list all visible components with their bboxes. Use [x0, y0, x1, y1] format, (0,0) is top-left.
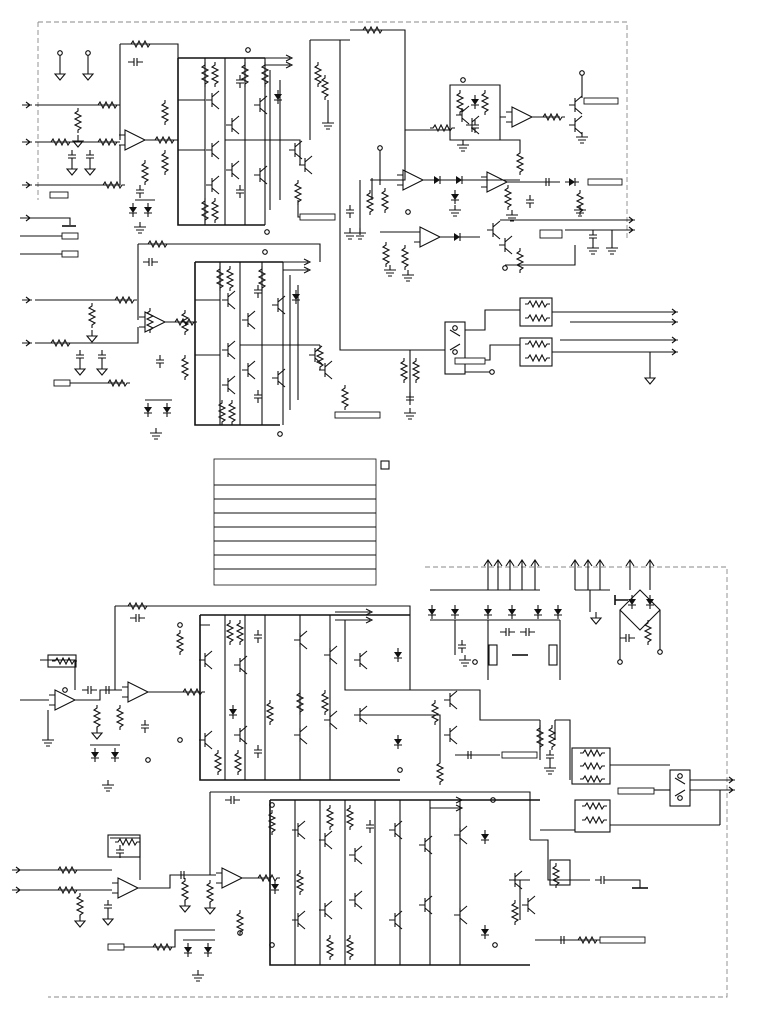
preamp-channel-a	[21, 39, 350, 235]
power-supply-section	[427, 559, 663, 680]
preamp-channel-b	[21, 240, 381, 440]
output-relay-b	[540, 769, 736, 833]
power-amp-channel-a	[20, 602, 670, 792]
output-relay	[345, 297, 679, 420]
power-amp-channel-b	[11, 791, 648, 982]
legend-table	[213, 458, 390, 586]
protection-relay-section	[343, 70, 636, 282]
